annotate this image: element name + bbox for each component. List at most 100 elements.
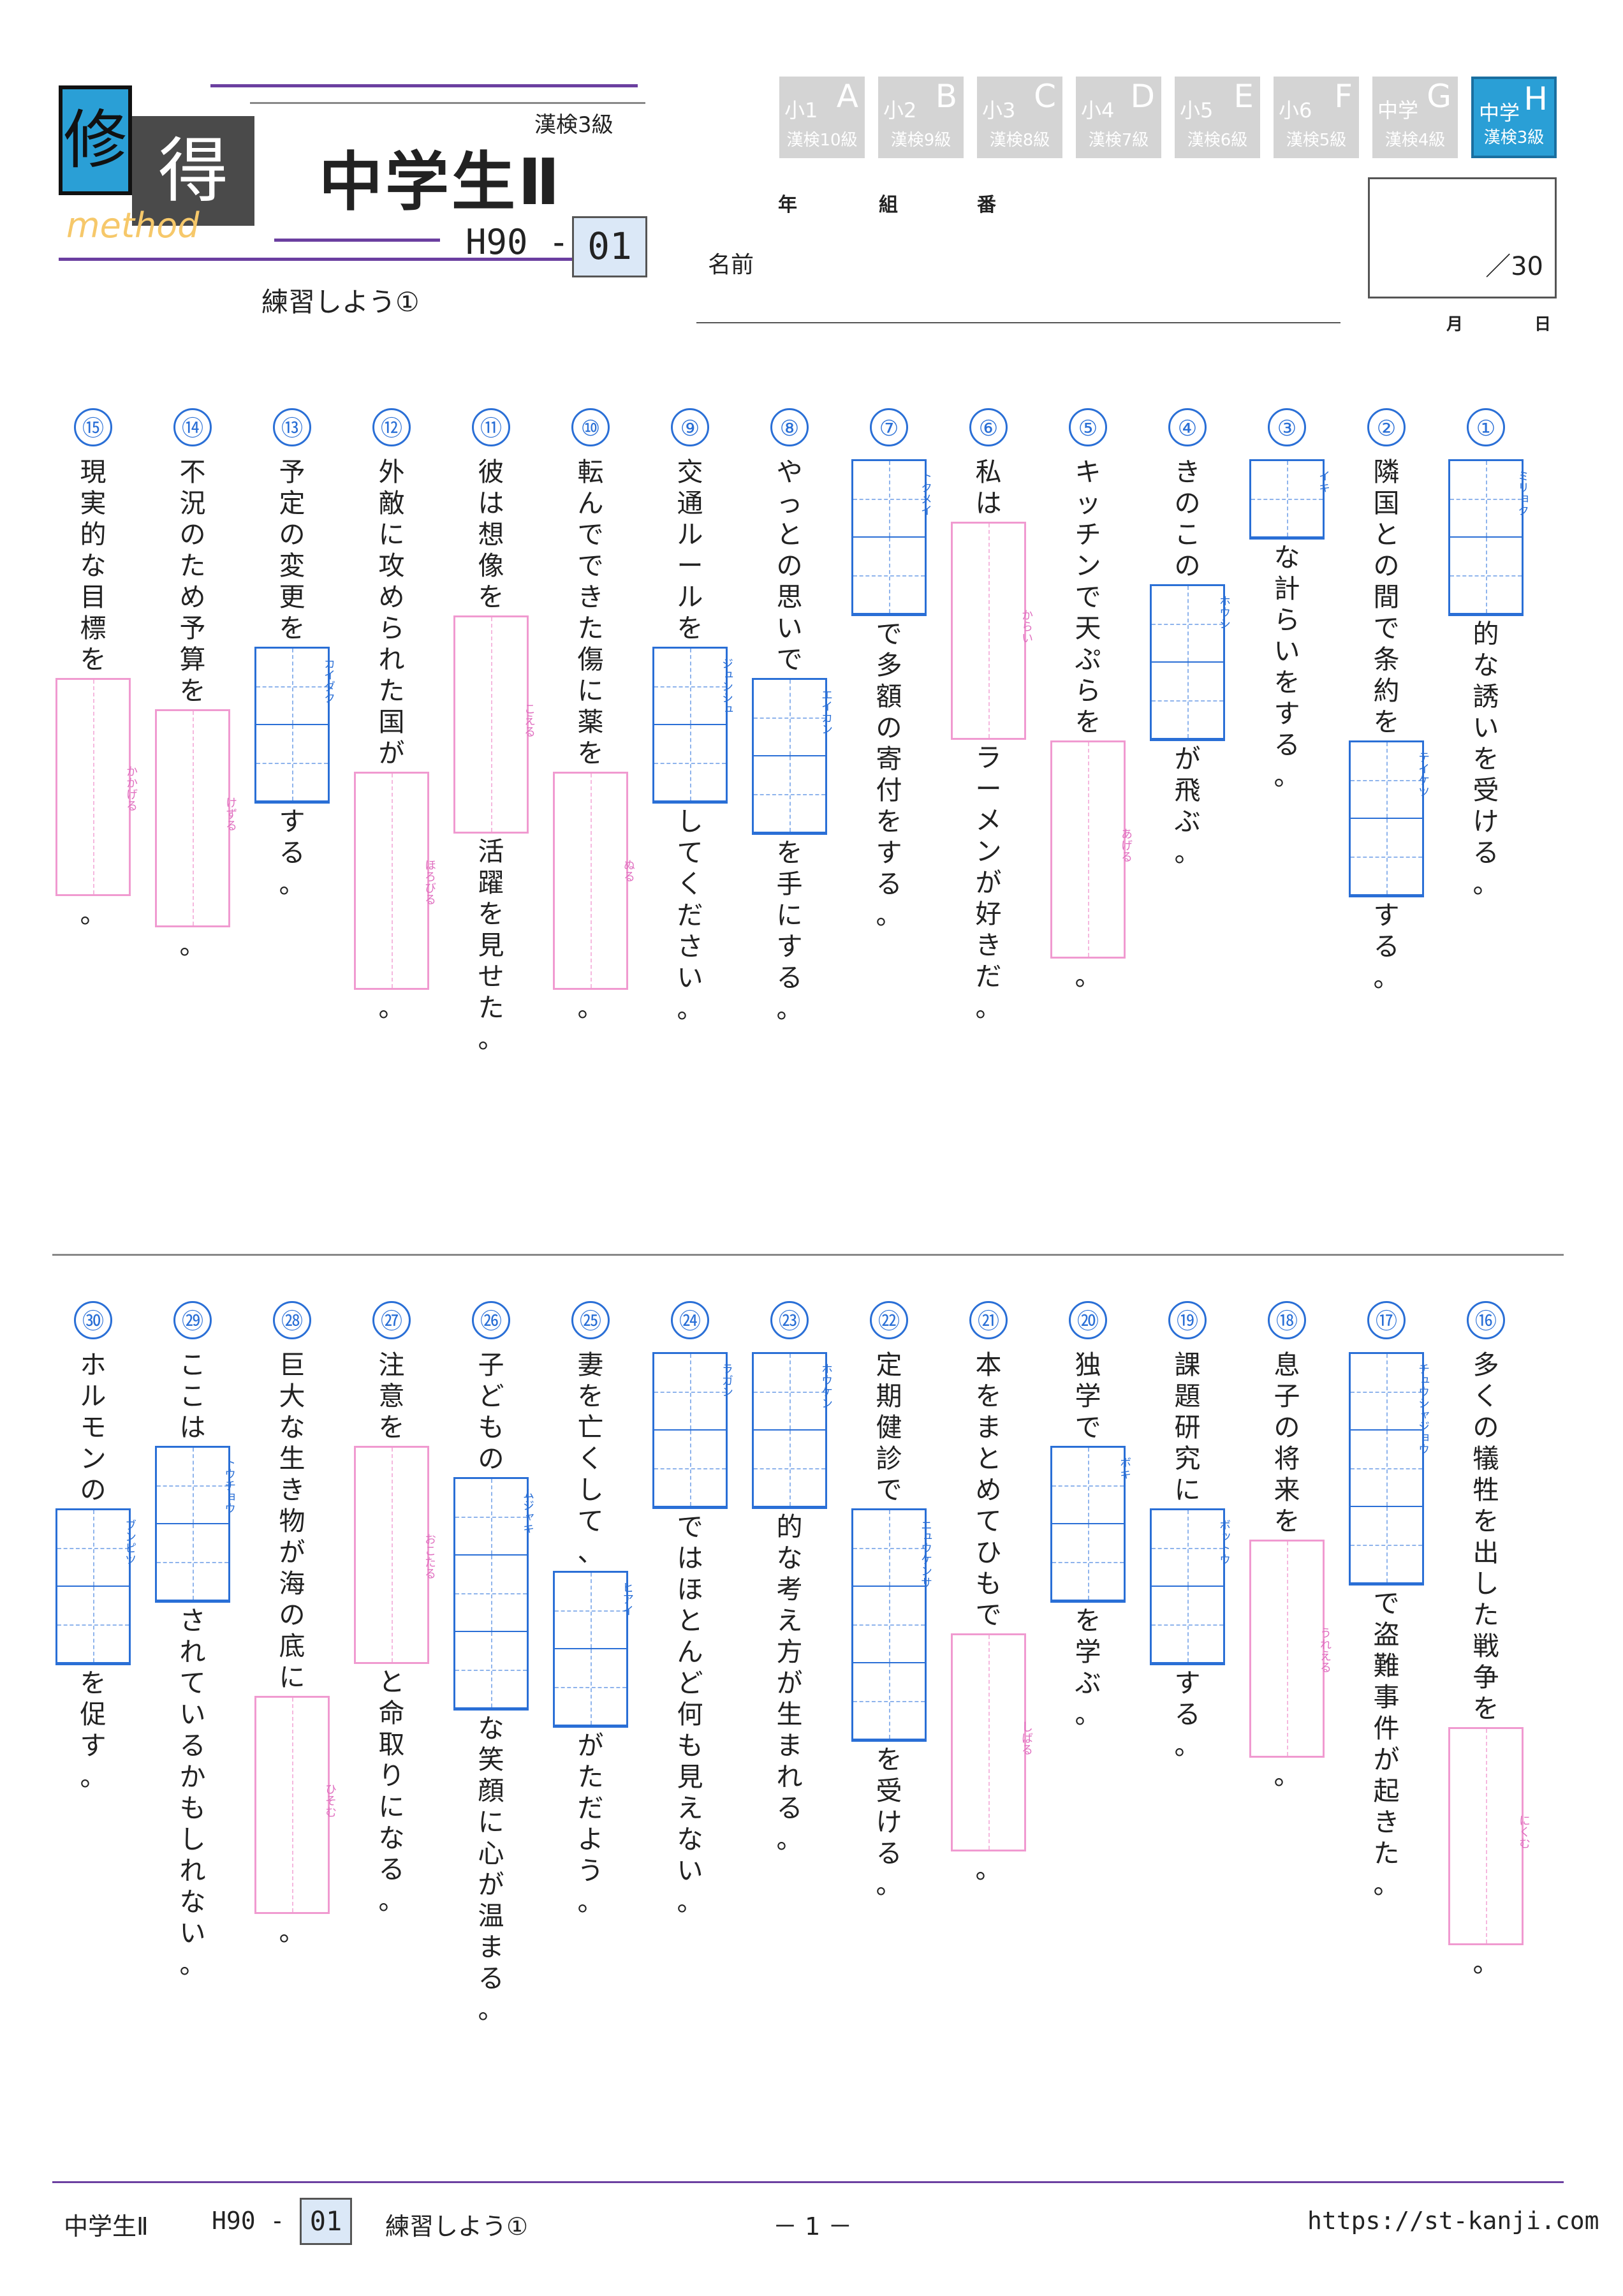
question-char: を: [1274, 1506, 1300, 1536]
kanji-answer-box[interactable]: ニュウケンサ: [851, 1508, 932, 1742]
level-kanken: 漢検5級: [1286, 131, 1347, 150]
kanji-cell[interactable]: [654, 649, 726, 725]
kanji-cell[interactable]: [1351, 1354, 1422, 1431]
okurigana-answer-box[interactable]: けずる: [155, 709, 237, 927]
kanji-cell[interactable]: [1450, 538, 1522, 614]
kanji-answer-box[interactable]: ミリョク: [1448, 459, 1529, 616]
score-box[interactable]: ／30: [1368, 177, 1557, 298]
kanji-answer-box[interactable]: ジュンシュ: [652, 647, 733, 804]
question-char: 息: [1274, 1350, 1300, 1380]
section-divider: [52, 1254, 1564, 1256]
kanji-cell[interactable]: [1351, 742, 1422, 819]
kanji-cell[interactable]: [654, 725, 726, 802]
kanji-cell[interactable]: [157, 1448, 228, 1524]
question-char: 。: [1274, 1760, 1300, 1791]
question-char: 条: [1373, 644, 1400, 675]
kanji-answer-box[interactable]: テイケツ: [1349, 740, 1430, 897]
question-column: チュウシャジョウで盗難事件が起きた。: [1349, 1350, 1430, 1901]
kanji-cell[interactable]: [455, 1632, 527, 1709]
kanji-answer-box[interactable]: トクメイ: [851, 459, 932, 616]
question-char: を: [577, 1381, 604, 1411]
kanji-answer-box[interactable]: イキ: [1249, 459, 1330, 540]
question-char: 。: [279, 1917, 305, 1947]
site-url[interactable]: https://st-kanji.com: [1307, 2207, 1599, 2235]
kanji-cell[interactable]: [555, 1649, 626, 1726]
kanji-answer-box[interactable]: チュウシャジョウ: [1349, 1352, 1430, 1586]
okurigana-answer-box[interactable]: ひそむ: [254, 1696, 337, 1914]
question-char: 、: [577, 1537, 604, 1568]
kanji-cell[interactable]: [1251, 461, 1323, 538]
month-label: 月: [1446, 315, 1464, 334]
kanji-cell[interactable]: [654, 1431, 726, 1507]
kanji-cell[interactable]: [754, 756, 825, 833]
kanji-answer-box[interactable]: カイダク: [254, 647, 335, 804]
kanji-cell[interactable]: [1351, 1507, 1422, 1584]
kanji-cell[interactable]: [1152, 663, 1223, 739]
okurigana-answer-box[interactable]: ほろびる: [354, 772, 436, 990]
question-number: ⑰: [1367, 1301, 1406, 1339]
reading-hint: かかげる: [124, 765, 138, 812]
kanji-cell[interactable]: [256, 725, 328, 802]
kanji-cell[interactable]: [157, 1524, 228, 1601]
kanji-answer-box[interactable]: ヒアイ: [553, 1571, 634, 1728]
okurigana-answer-box[interactable]: おこたる: [354, 1446, 436, 1664]
kanji-cell[interactable]: [57, 1587, 129, 1663]
level-grade: 中学: [1479, 101, 1520, 125]
kanji-cell[interactable]: [654, 1354, 726, 1431]
kanji-answer-box[interactable]: ブンピツ: [55, 1508, 136, 1665]
name-field[interactable]: [696, 322, 1340, 323]
kanji-answer-box[interactable]: ボキ: [1050, 1446, 1131, 1603]
kanji-cell[interactable]: [1152, 1587, 1223, 1663]
kanji-answer-box[interactable]: エイカン: [752, 678, 833, 835]
question-char: を: [577, 738, 604, 769]
kanji-cell[interactable]: [455, 1556, 527, 1632]
question-char: に: [378, 1792, 405, 1822]
kanji-cell[interactable]: [853, 1510, 925, 1587]
kanji-cell[interactable]: [754, 1431, 825, 1507]
kanji-cell[interactable]: [455, 1479, 527, 1556]
kanji-cell[interactable]: [1351, 1431, 1422, 1507]
question-char: け: [1472, 806, 1499, 837]
okurigana-answer-box[interactable]: かかげる: [55, 678, 138, 896]
question-char: 。: [80, 1762, 106, 1792]
okurigana-answer-box[interactable]: うれえる: [1249, 1540, 1332, 1758]
kanji-cell[interactable]: [853, 1663, 925, 1740]
question-char: と: [1373, 519, 1400, 550]
kanji-cell[interactable]: [555, 1573, 626, 1649]
kanji-cell[interactable]: [1351, 819, 1422, 895]
kanji-answer-box[interactable]: ラガン: [652, 1352, 733, 1509]
okurigana-answer-box[interactable]: にくむ: [1448, 1727, 1531, 1945]
kanji-answer-box[interactable]: ホウシ: [1150, 584, 1231, 741]
kanji-cell[interactable]: [853, 461, 925, 538]
kanji-cell[interactable]: [1052, 1448, 1124, 1524]
kanji-answer-box[interactable]: ホウケン: [752, 1352, 833, 1509]
kanji-cell[interactable]: [57, 1510, 129, 1587]
okurigana-answer-box[interactable]: ぬる: [553, 772, 635, 990]
okurigana-answer-box[interactable]: こえる: [453, 615, 536, 834]
question-char: 。: [1472, 1948, 1499, 1978]
kanji-cell[interactable]: [754, 1354, 825, 1431]
kanji-answer-box[interactable]: ムジャキ: [453, 1477, 534, 1711]
kanji-cell[interactable]: [853, 538, 925, 614]
reading-hint: トクメイ: [919, 470, 932, 516]
kanji-cell[interactable]: [256, 649, 328, 725]
kanji-cell[interactable]: [1450, 461, 1522, 538]
okurigana-answer-box[interactable]: しばる: [951, 1633, 1033, 1851]
okurigana-answer-box[interactable]: からい: [951, 522, 1033, 740]
kanji-answer-box[interactable]: トウチョウ: [155, 1446, 236, 1603]
kanji-answer-box[interactable]: ボットウ: [1150, 1508, 1231, 1665]
kanji-cell[interactable]: [1152, 1510, 1223, 1587]
kanji-cell[interactable]: [1152, 586, 1223, 663]
kanji-cell[interactable]: [853, 1587, 925, 1663]
kanji-cell[interactable]: [1052, 1524, 1124, 1601]
kanji-cell[interactable]: [754, 680, 825, 756]
okurigana-answer-box[interactable]: あげる: [1050, 740, 1133, 959]
